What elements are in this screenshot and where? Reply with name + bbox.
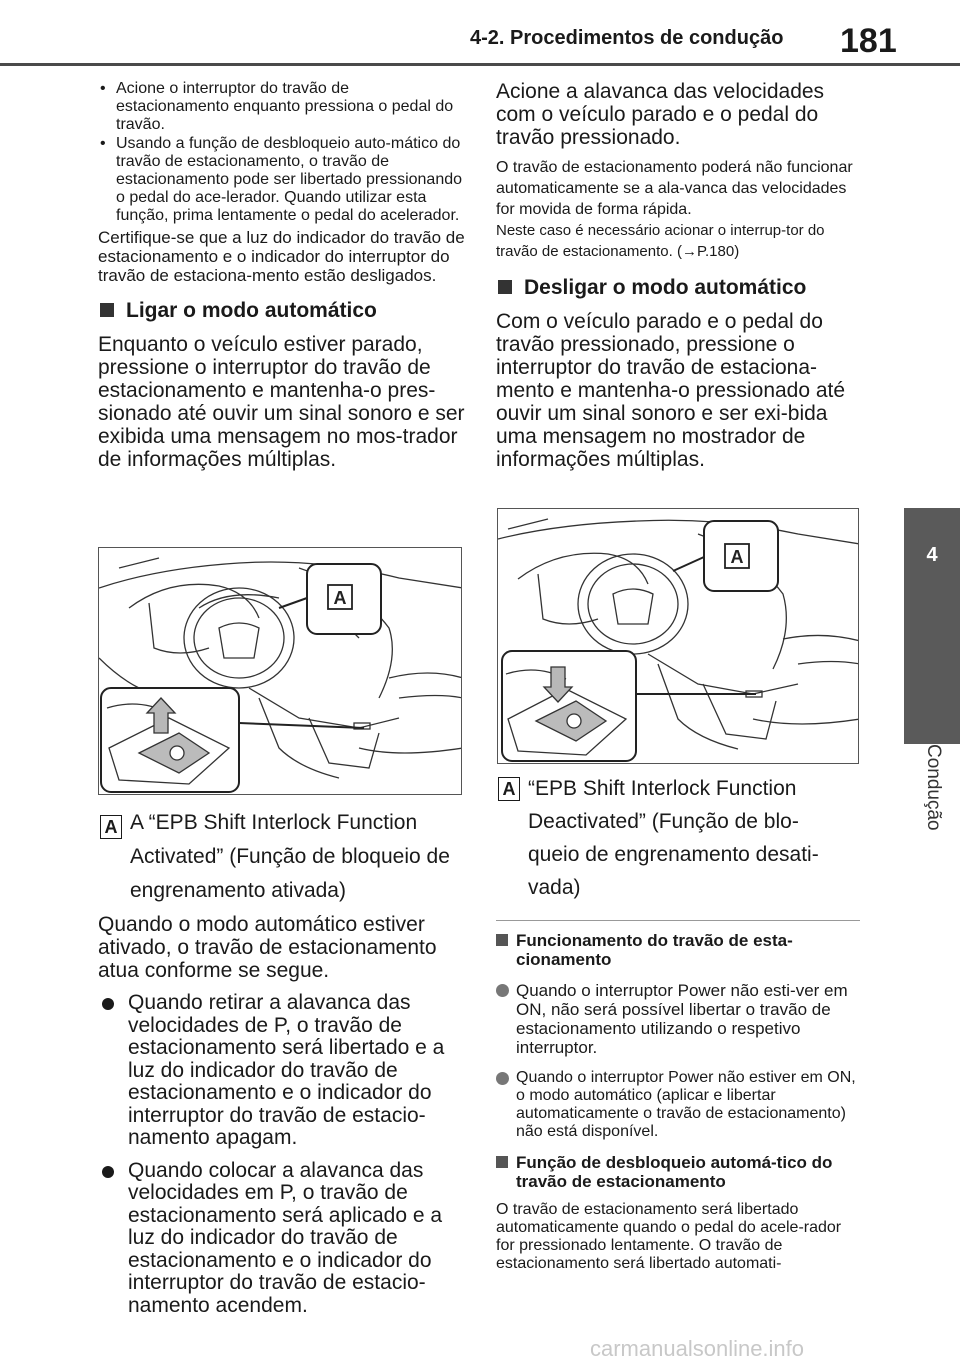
paragraph: Enquanto o veículo estiver parado, press…	[98, 333, 465, 471]
paragraph: Com o veículo parado e o pedal do travão…	[496, 310, 846, 471]
square-bullet-icon	[496, 1156, 508, 1168]
paragraph: O travão de estacionamento será libertad…	[496, 1201, 842, 1272]
paragraph: Certifique-se que a luz do indicador do …	[98, 228, 465, 285]
chapter-number: 4	[926, 544, 938, 566]
right-column: Acione a alavanca das velocidades com o …	[496, 80, 864, 471]
list-item: •Usando a função de desbloqueio auto-mát…	[100, 135, 463, 224]
list-item: Quando colocar a alavanca das velocidade…	[98, 1159, 466, 1318]
round-bullet-icon	[496, 1072, 509, 1085]
note: Neste caso é necessário acionar o interr…	[496, 222, 825, 260]
caption-marker: A	[498, 777, 520, 801]
left-column-lower: Quando o modo automático estiver ativado…	[98, 913, 466, 1317]
divider	[496, 920, 860, 921]
round-bullet-icon	[102, 998, 114, 1010]
square-bullet-icon	[100, 303, 114, 317]
note: O travão de estacionamento poderá não fu…	[496, 159, 853, 218]
car-interior-illustration: A	[498, 518, 858, 762]
svg-text:A: A	[731, 547, 744, 567]
right-column-lower: Funcionamento do travão de esta-cionamen…	[496, 931, 862, 1273]
square-bullet-icon	[496, 934, 508, 946]
sub-heading: Funcionamento do travão de esta-cionamen…	[496, 931, 862, 969]
section-heading: Ligar o modo automático	[98, 299, 466, 323]
paragraph: Acione a alavanca das velocidades com o …	[496, 80, 825, 149]
left-column: •Acione o interruptor do travão de estac…	[98, 80, 466, 471]
section-heading: Desligar o modo automático	[496, 276, 864, 300]
chapter-label-wrap: Condução	[904, 744, 960, 1044]
section-title: 4-2. Procedimentos de condução	[470, 27, 784, 49]
illustration-epb-activate: A	[98, 547, 462, 795]
sub-heading: Função de desbloqueio automá-tico do tra…	[496, 1153, 862, 1191]
list-item: Quando o interruptor Power não estiver e…	[496, 1069, 862, 1141]
round-bullet-icon	[496, 984, 509, 997]
watermark: carmanualsonline.info	[590, 1336, 805, 1361]
car-interior-illustration: A	[99, 557, 461, 793]
figure-caption: “EPB Shift Interlock Function Deactivate…	[528, 777, 819, 899]
list-item: •Acione o interruptor do travão de estac…	[100, 80, 454, 133]
header-rule	[0, 63, 960, 66]
illustration-epb-deactivate: A	[497, 508, 859, 764]
list-item: Quando retirar a alavanca das velocidade…	[98, 991, 466, 1150]
list-item: Quando o interruptor Power não esti-ver …	[496, 981, 862, 1057]
chapter-tab	[904, 508, 960, 744]
paragraph: Quando o modo automático estiver ativado…	[98, 913, 437, 982]
caption-marker: A	[100, 815, 122, 839]
page-number: 181	[840, 22, 897, 60]
chapter-label: Condução	[923, 744, 944, 831]
svg-text:A: A	[334, 588, 347, 608]
round-bullet-icon	[102, 1165, 114, 1178]
figure-caption: A “EPB Shift Interlock Function Activate…	[130, 811, 450, 902]
square-bullet-icon	[498, 280, 512, 294]
